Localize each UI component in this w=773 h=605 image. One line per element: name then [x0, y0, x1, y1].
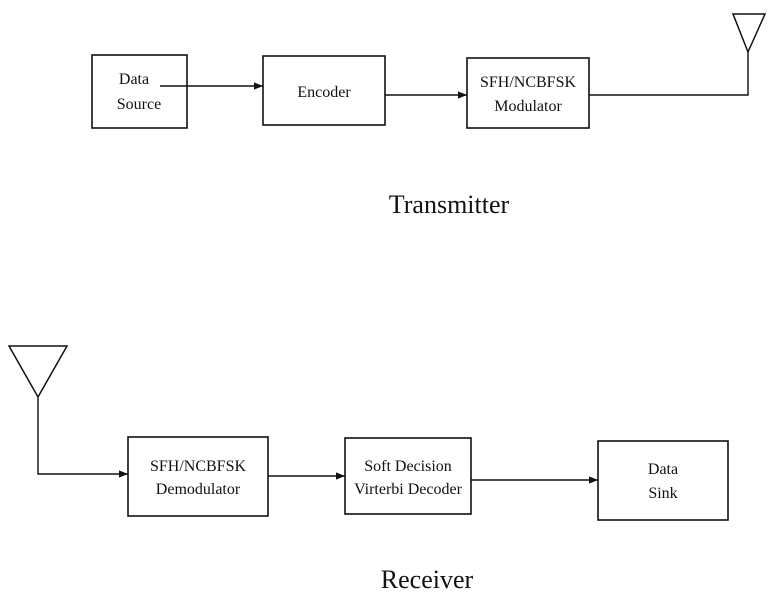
decoder-box [344, 437, 472, 515]
arrow-antenna-to-demodulator [37, 397, 128, 478]
modulator-box [466, 57, 590, 129]
encoder-label: Encoder [297, 84, 351, 101]
data-sink-box [597, 440, 729, 521]
modulator-label-line1: SFH/NCBFSK [480, 74, 576, 91]
transmit-antenna-icon [731, 13, 767, 54]
demodulator-block: SFH/NCBFSK Demodulator [127, 436, 269, 517]
demodulator-box [127, 436, 269, 517]
transmitter-caption: Transmitter [389, 190, 510, 219]
data-sink-label-line2: Sink [648, 485, 677, 502]
data-source-box [91, 54, 188, 129]
demodulator-label-line2: Demodulator [156, 481, 241, 498]
modulator-block: SFH/NCBFSK Modulator [466, 57, 590, 129]
encoder-box [262, 55, 386, 126]
data-sink-block: Data Sink [597, 440, 729, 521]
decoder-block: Soft Decision Virterbi Decoder [344, 437, 472, 515]
decoder-label-line1: Soft Decision [364, 458, 452, 475]
data-sink-label-line1: Data [648, 461, 678, 478]
data-source-label-line1: Data [119, 71, 149, 88]
demodulator-label-line1: SFH/NCBFSK [150, 458, 246, 475]
receiver-section: SFH/NCBFSK Demodulator Soft Decision Vir… [7, 345, 729, 594]
decoder-label-line2: Virterbi Decoder [354, 481, 463, 498]
receive-antenna-icon [7, 345, 69, 399]
line-modulator-to-antenna [589, 52, 749, 96]
modulator-label-line2: Modulator [494, 98, 562, 115]
data-source-label-line2: Source [117, 96, 161, 113]
transmitter-section: Data Source Encoder SFH/NCBFSK Modulator… [91, 13, 767, 219]
encoder-block: Encoder [262, 55, 386, 126]
receiver-caption: Receiver [381, 565, 474, 594]
data-source-block: Data Source [91, 54, 188, 129]
